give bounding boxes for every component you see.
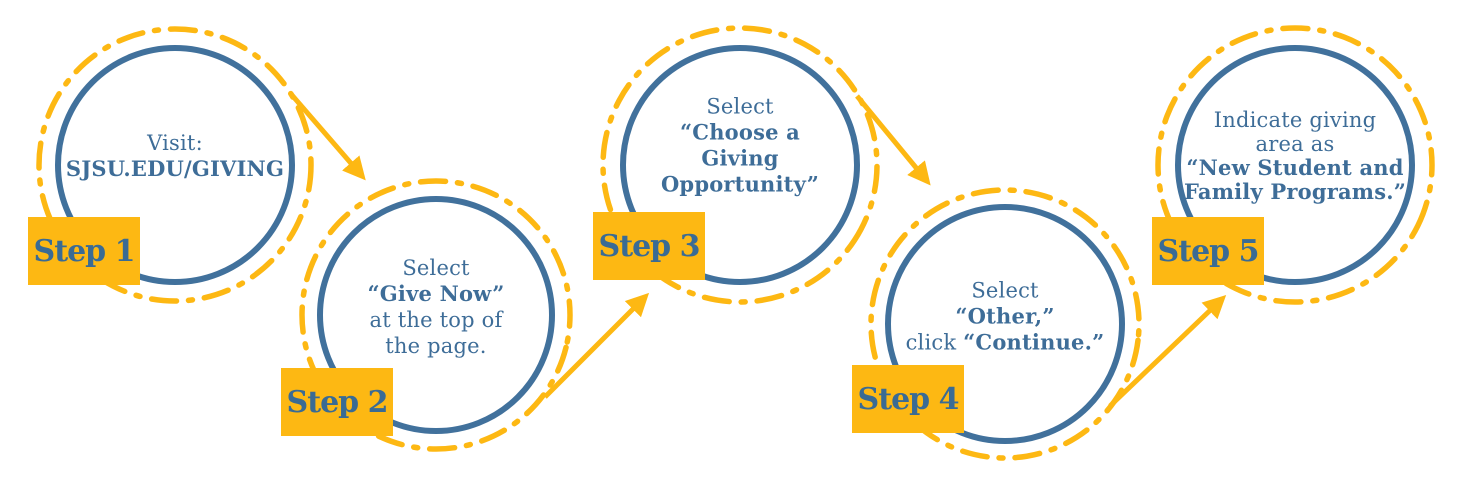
text-line: SJSU.EDU/GIVING bbox=[45, 156, 305, 182]
step-2-dashed-ring bbox=[299, 178, 573, 452]
text-segment: the page. bbox=[385, 334, 487, 358]
step-4-badge-label: Step 4 bbox=[857, 381, 960, 417]
step-3-badge: Step 3 bbox=[593, 212, 705, 280]
text-segment: “Other,” bbox=[955, 303, 1055, 329]
step-5-badge-label: Step 5 bbox=[1157, 233, 1260, 269]
step-5-dashed-ring bbox=[1155, 25, 1435, 305]
text-segment: “Choose a bbox=[680, 119, 800, 145]
text-line: Giving bbox=[610, 146, 870, 172]
arrow-step2-to-step3 bbox=[543, 292, 650, 399]
text-line: Select bbox=[306, 255, 566, 281]
step-1-badge-label: Step 1 bbox=[33, 233, 136, 269]
text-segment: “New Student and bbox=[1186, 155, 1404, 180]
step-2-badge: Step 2 bbox=[281, 368, 393, 436]
text-line: “Choose a bbox=[610, 120, 870, 146]
text-line: “New Student and bbox=[1165, 156, 1425, 180]
text-segment: Select bbox=[971, 278, 1039, 303]
step-3-badge-label: Step 3 bbox=[598, 228, 701, 264]
arrow-step4-to-step5 bbox=[1108, 295, 1227, 408]
text-segment: Select bbox=[402, 256, 470, 280]
step-4-dashed-ring bbox=[868, 187, 1142, 461]
arrow-step3-to-step4 bbox=[855, 94, 931, 186]
text-line: Indicate giving bbox=[1165, 108, 1425, 132]
text-segment: Giving bbox=[701, 145, 779, 171]
text-segment: SJSU.EDU/GIVING bbox=[65, 156, 285, 181]
text-segment: Opportunity” bbox=[660, 171, 820, 197]
text-line: “Other,” bbox=[875, 304, 1135, 330]
text-line: Opportunity” bbox=[610, 172, 870, 198]
text-segment: Indicate giving bbox=[1213, 108, 1377, 132]
text-line: Select bbox=[610, 95, 870, 120]
step-3-dashed-ring bbox=[600, 25, 880, 305]
text-line: Visit: bbox=[45, 130, 305, 156]
step-4-badge: Step 4 bbox=[852, 365, 964, 433]
text-line: area as bbox=[1165, 132, 1425, 156]
text-segment: “Give Now” bbox=[367, 281, 505, 306]
text-line: the page. bbox=[306, 333, 566, 359]
text-line: Select bbox=[875, 279, 1135, 304]
step-1-dashed-ring bbox=[36, 26, 314, 304]
text-line: “Give Now” bbox=[306, 281, 566, 307]
arrow-step1-to-step2 bbox=[289, 92, 366, 181]
text-segment: Visit: bbox=[147, 131, 203, 155]
step-4-text: Select“Other,”click “Continue.” bbox=[875, 279, 1135, 356]
step-1-badge: Step 1 bbox=[28, 217, 140, 285]
text-segment: “Continue.” bbox=[963, 329, 1105, 355]
text-segment: area as bbox=[1255, 132, 1335, 156]
text-line: at the top of bbox=[306, 307, 566, 333]
text-segment: Family Programs.” bbox=[1183, 179, 1407, 204]
text-segment: Select bbox=[706, 94, 774, 119]
step-1-text: Visit:SJSU.EDU/GIVING bbox=[45, 130, 305, 182]
text-line: click “Continue.” bbox=[875, 330, 1135, 356]
step-5-badge: Step 5 bbox=[1152, 217, 1264, 285]
step-2-badge-label: Step 2 bbox=[286, 384, 389, 420]
text-segment: at the top of bbox=[369, 308, 503, 332]
text-line: Family Programs.” bbox=[1165, 180, 1425, 204]
text-segment: click bbox=[905, 330, 964, 355]
